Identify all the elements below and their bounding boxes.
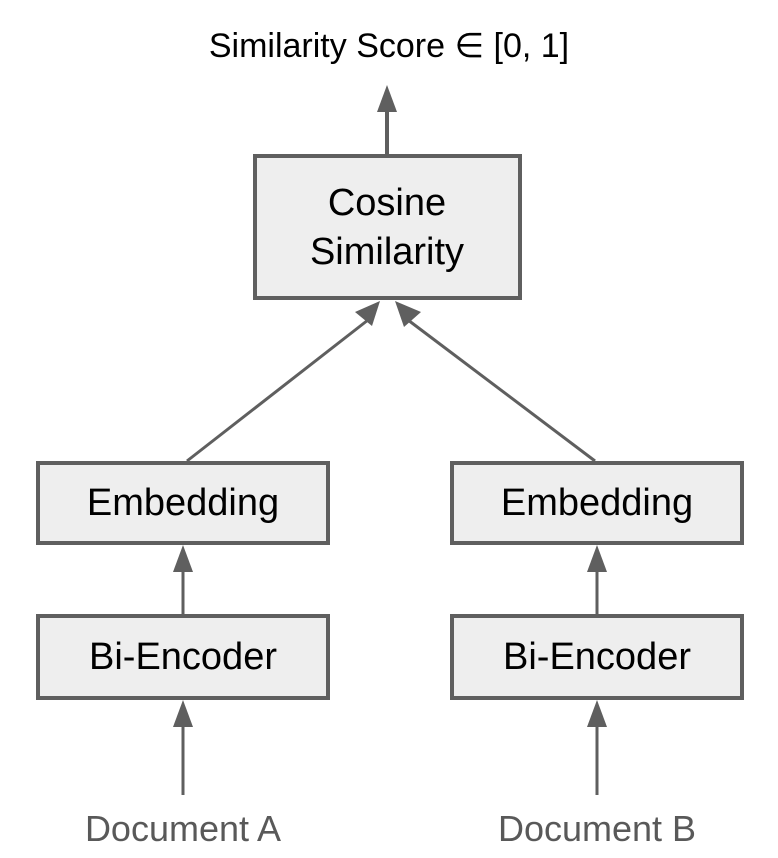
right-pipeline: Embedding Bi-Encoder Document B: [450, 461, 744, 849]
cosine-similarity-label-line1: Cosine: [328, 182, 446, 224]
encoder-right-box[interactable]: [450, 614, 744, 700]
page-title: Similarity Score ∈ [0, 1]: [209, 27, 569, 65]
arrowhead-left-document-to-encoder: [173, 700, 193, 727]
arrowhead-right-document-to-encoder: [587, 700, 607, 727]
cosine-similarity-box[interactable]: [253, 154, 522, 300]
document-b-label: Document B: [498, 808, 696, 849]
arrowhead-left-encoder-to-embedding: [173, 545, 193, 572]
node-encoder-left[interactable]: Bi-Encoder: [36, 614, 330, 700]
cosine-similarity-label-line2: Similarity: [310, 231, 464, 273]
arrowhead-right-embedding-to-cosine: [395, 301, 421, 327]
edge-right-embedding-to-cosine-line: [407, 318, 596, 463]
arrowhead-left-embedding-to-cosine: [355, 301, 380, 326]
edge-cosine-to-score: [377, 85, 397, 154]
edge-left-embedding-to-cosine: [186, 301, 380, 463]
node-embedding-right[interactable]: Embedding: [450, 461, 744, 545]
edge-right-embedding-to-cosine: [395, 301, 596, 463]
node-cosine-similarity[interactable]: Cosine Similarity: [253, 154, 522, 300]
embedding-right-box[interactable]: [450, 461, 744, 545]
embedding-left-label: Embedding: [87, 482, 279, 524]
encoder-left-box[interactable]: [36, 614, 330, 700]
document-a-label: Document A: [85, 808, 281, 849]
node-embedding-left[interactable]: Embedding: [36, 461, 330, 545]
encoder-right-label: Bi-Encoder: [503, 636, 691, 678]
edge-left-encoder-to-embedding: [173, 545, 193, 614]
arrowhead-right-encoder-to-embedding: [587, 545, 607, 572]
embedding-left-box[interactable]: [36, 461, 330, 545]
node-encoder-right[interactable]: Bi-Encoder: [450, 614, 744, 700]
left-pipeline: Embedding Bi-Encoder Document A: [36, 461, 330, 849]
edge-left-embedding-to-cosine-line: [186, 318, 369, 463]
edge-right-document-to-encoder: [587, 700, 607, 795]
embedding-right-label: Embedding: [501, 482, 693, 524]
edge-right-encoder-to-embedding: [587, 545, 607, 614]
arrowhead-cosine-to-score: [377, 85, 397, 112]
encoder-left-label: Bi-Encoder: [89, 636, 277, 678]
edge-left-document-to-encoder: [173, 700, 193, 795]
